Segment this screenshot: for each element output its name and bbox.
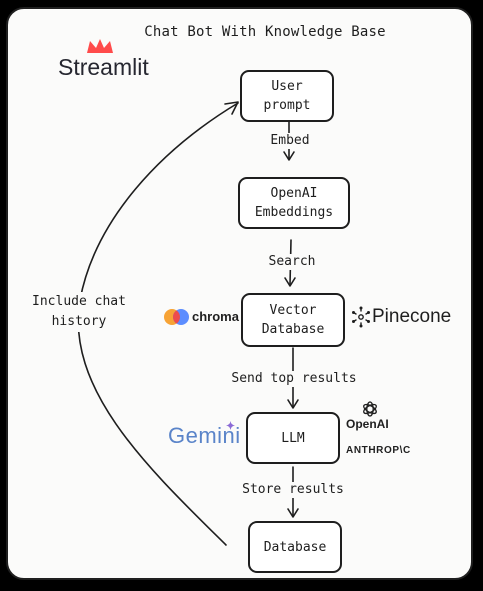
edge-label-embed: Embed [262,133,318,149]
streamlit-logo: Streamlit [58,54,149,80]
edge-label-search: Search [262,254,322,270]
streamlit-crown-icon [87,39,113,53]
openai-logo: OpenAI [346,417,389,431]
openai-icon [363,401,377,417]
edge-label-store-results: Store results [238,482,348,498]
node-llm-label: LLM [281,430,305,446]
node-openai-embeddings: OpenAI Embeddings [238,177,350,229]
gemini-logo: Gemini [168,423,241,448]
edge-label-send-top-results: Send top results [228,371,360,387]
node-openai-embeddings-label: OpenAI Embeddings [254,186,334,220]
node-database: Database [248,521,342,573]
gemini-sparkle-icon [226,421,235,430]
pinecone-logo: Pinecone [372,306,452,327]
chroma-icon [164,309,189,325]
node-vector-database-label: Vector Database [261,303,325,337]
node-database-label: Database [263,539,327,555]
node-vector-database: Vector Database [241,293,345,347]
pinecone-icon [352,306,371,328]
chroma-logo: chroma [192,309,239,324]
node-user-prompt-label: User prompt [263,79,311,113]
diagram-title: Chat Bot With Knowledge Base [144,24,386,40]
node-llm: LLM [246,412,340,464]
anthropic-logo: ANTHROP\C [346,445,411,456]
edge-label-include-chat-history: Include chat history [27,292,131,332]
node-user-prompt: User prompt [240,70,334,122]
